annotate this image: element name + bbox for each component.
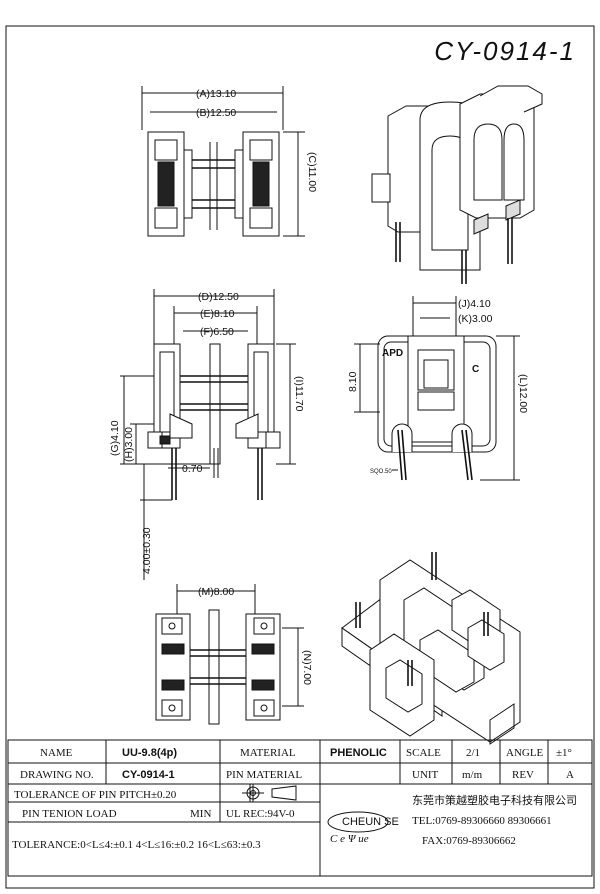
ul-rec: UL REC:94V-0 xyxy=(226,808,295,820)
top-view: (A)13.10 (B)12.50 (C)11.00 xyxy=(141,86,318,237)
dim-d: (D)12.50 xyxy=(198,291,239,303)
dim-f: (F)6.50 xyxy=(200,326,234,338)
material-value: PHENOLIC xyxy=(330,747,387,759)
dim-e: (E)8.10 xyxy=(200,308,235,320)
company-logo: CHEUN SE C e Ψ ue xyxy=(327,811,399,845)
dim-g: (G)4.10 xyxy=(109,420,121,456)
dim-l: (L)12.00 xyxy=(517,374,529,413)
name-value: UU-9.8(4p) xyxy=(122,747,177,759)
title-block: NAME UU-9.8(4p) MATERIAL PHENOLIC SCALE … xyxy=(7,739,593,877)
drawing-no-value: CY-0914-1 xyxy=(122,769,175,781)
isometric-view-bottom xyxy=(341,552,521,745)
material-label: MATERIAL xyxy=(240,747,296,759)
angle-value: ±1° xyxy=(556,747,572,759)
front-view: (D)12.50 (E)8.10 (F)6.50 xyxy=(109,289,305,580)
rev-label: REV xyxy=(512,769,534,781)
side-view: (J)4.10 (K)3.00 APD C 8.10 (L)12.00 SQO.… xyxy=(347,296,529,481)
tolerance-general: TOLERANCE:0<L≤4:±0.1 4<L≤16:±0.2 16<L≤63… xyxy=(12,839,261,851)
company-name-cn: 东莞市策越塑胶电子科技有限公司 xyxy=(412,793,577,807)
sheet-border xyxy=(5,25,595,889)
scale-label: SCALE xyxy=(406,747,441,759)
unit-value: m/m xyxy=(462,769,483,781)
drawing-code-title: CY-0914-1 xyxy=(434,36,576,66)
dim-side-height: 8.10 xyxy=(347,371,359,392)
dim-k: (K)3.00 xyxy=(458,313,493,325)
tolerance-pin-pitch: TOLERANCE OF PIN PITCH±0.20 xyxy=(14,789,177,801)
angle-label: ANGLE xyxy=(506,747,544,759)
pin-tension-label: PIN TENION LOAD xyxy=(22,808,117,820)
projection-symbol-icon xyxy=(242,784,297,802)
dim-h: (H)3.00 xyxy=(123,427,135,462)
dim-pin-length: 4.00±0.30 xyxy=(141,527,153,574)
bottom-view: (M)8.00 (N)7.00 xyxy=(155,584,313,725)
pin-tension-value: MIN xyxy=(190,808,211,820)
dim-c: (C)11.00 xyxy=(306,152,318,192)
rev-value: A xyxy=(566,769,574,781)
name-label: NAME xyxy=(40,747,73,759)
dim-i: (I)11.70 xyxy=(293,376,305,412)
label-apd: APD xyxy=(382,348,403,359)
label-c: C xyxy=(472,364,479,375)
dim-a: (A)13.10 xyxy=(196,88,236,100)
pin-material-label: PIN MATERIAL xyxy=(226,769,302,781)
drawing-no-label: DRAWING NO. xyxy=(20,769,94,781)
label-sqo: SQO.50 xyxy=(370,469,392,475)
dim-b: (B)12.50 xyxy=(196,107,236,119)
company-fax: FAX:0769-89306662 xyxy=(422,835,516,847)
unit-label: UNIT xyxy=(412,769,439,781)
scale-value: 2/1 xyxy=(466,747,480,759)
dim-n: (N)7.00 xyxy=(301,650,313,685)
logo-letters: C e Ψ ue xyxy=(330,833,369,845)
isometric-view-top xyxy=(371,85,543,284)
dim-gap: 0.70 xyxy=(182,463,203,475)
logo-text: CHEUN SE xyxy=(342,816,399,828)
dim-m: (M)8.00 xyxy=(198,586,234,598)
dim-j: (J)4.10 xyxy=(458,298,491,310)
company-tel: TEL:0769-89306660 89306661 xyxy=(412,815,552,827)
